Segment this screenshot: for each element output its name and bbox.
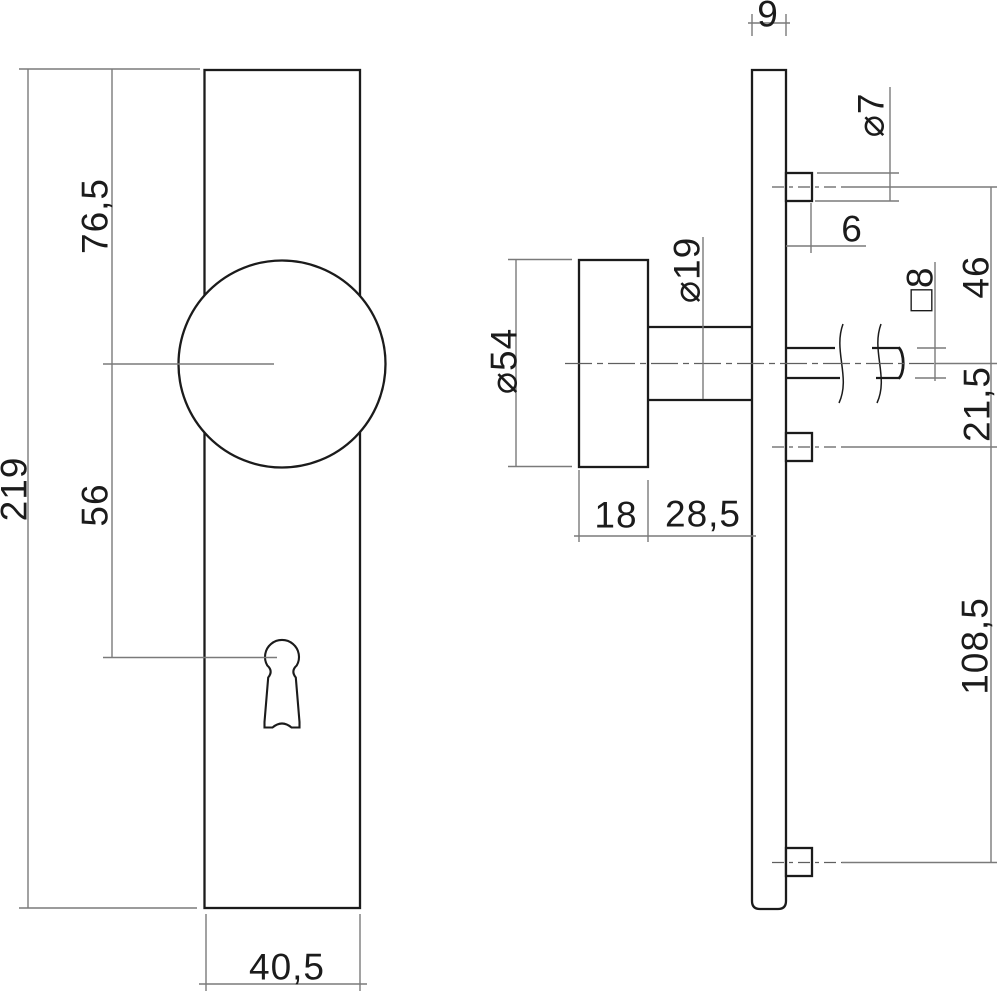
dim-spindle-square-label: □8: [899, 266, 941, 312]
side-view-centerlines: [565, 186, 934, 864]
dim-top-stud-spindle-label: 46: [955, 255, 997, 299]
dim-plate-height-label: 219: [0, 456, 35, 522]
side-view-dimensions: [508, 14, 997, 864]
dim-spindle-mid-stud-label: 21,5: [956, 365, 998, 443]
dim-stud-spacing-label: 108,5: [954, 597, 996, 695]
dim-knob-depth-label: 18: [594, 494, 638, 536]
dim-knob-diameter-label: ⌀54: [483, 327, 525, 395]
side-view: [577, 68, 905, 911]
keyhole-cutout: [263, 638, 301, 729]
dim-plate-width-label: 40,5: [248, 946, 326, 988]
dim-knob-from-top-label: 76,5: [74, 177, 116, 255]
dim-neck-length-label: 28,5: [664, 493, 742, 535]
front-view-dimensions: [19, 68, 367, 991]
front-view: [177, 68, 387, 910]
dim-stud-diameter-label: ⌀7: [850, 92, 892, 138]
dim-stud-length-label: 6: [841, 208, 863, 250]
dim-plate-thickness-label: 9: [757, 0, 779, 35]
backplate-front-outline: [203, 68, 362, 910]
dim-neck-diameter-label: ⌀19: [666, 236, 708, 304]
backplate-side-outline: [750, 68, 788, 911]
dim-knob-to-keyhole-label: 56: [74, 483, 116, 527]
